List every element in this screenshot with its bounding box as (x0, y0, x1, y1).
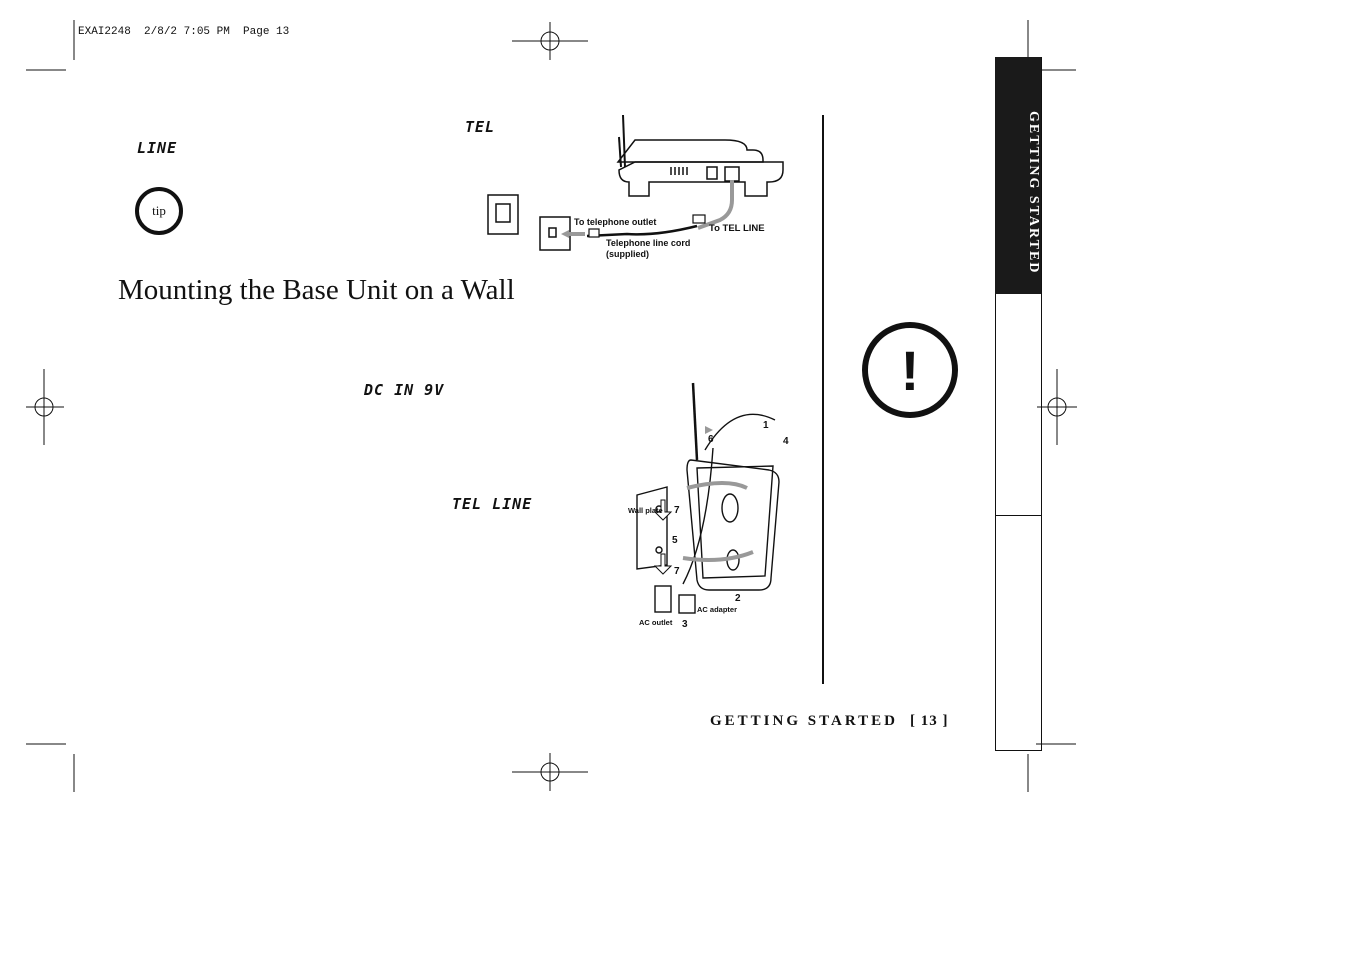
step-3-label: 3 (682, 619, 688, 630)
section-title: Mounting the Base Unit on a Wall (118, 274, 515, 306)
step-4-label: 4 (783, 436, 789, 447)
line-label: LINE (137, 139, 178, 157)
ac-adapter-label: AC adapter (697, 605, 737, 614)
warning-icon: ! (862, 322, 958, 418)
tel-line-label: TEL LINE (452, 495, 533, 513)
base-unit-back-icon (686, 459, 780, 591)
step-1-label: 1 (763, 420, 769, 431)
step-7a-label: 7 (674, 505, 680, 516)
base-unit-icon (616, 139, 764, 163)
side-tab-divider (995, 515, 1041, 516)
page-number: [ 13 ] (909, 713, 949, 729)
phone-connection-diagram: To telephone outlet Telephone line cord … (487, 114, 784, 259)
wall-mount-diagram: 1 4 6 7 5 7 2 3 Wall plate AC adapter AC… (628, 382, 789, 630)
to-tel-line-label: To TEL LINE (709, 223, 765, 234)
ac-outlet-icon (654, 585, 672, 613)
side-tab-label: GETTING STARTED (1026, 110, 1041, 275)
tip-label: tip (152, 203, 166, 218)
column-divider (822, 115, 824, 684)
step-6-label: 6 (708, 434, 714, 445)
to-outlet-label: To telephone outlet (574, 217, 656, 227)
print-header: EXAI2248 2/8/2 7:05 PM Page 13 (78, 26, 290, 38)
step-2-label: 2 (735, 593, 741, 604)
side-tab-frame (995, 57, 1042, 751)
dc-in-label: DC IN 9V (364, 381, 445, 399)
wall-plate-icon (636, 486, 668, 570)
tip-badge: tip (135, 187, 183, 235)
footer-section: GETTING STARTED (710, 713, 898, 729)
side-tab: GETTING STARTED (995, 57, 1041, 294)
wall-jack-icon (487, 194, 519, 235)
wall-plate-label: Wall plate (628, 506, 663, 515)
warning-symbol: ! (900, 338, 920, 402)
supplied-label: (supplied) (606, 249, 649, 259)
page-footer: GETTING STARTED [ 13 ] (710, 713, 948, 730)
step-5-label: 5 (672, 535, 678, 546)
step-7b-label: 7 (674, 566, 680, 577)
line-cord-label: Telephone line cord (606, 238, 690, 248)
tel-label: TEL (465, 118, 496, 136)
ac-adapter-icon (678, 594, 696, 614)
ac-outlet-label: AC outlet (639, 618, 673, 627)
